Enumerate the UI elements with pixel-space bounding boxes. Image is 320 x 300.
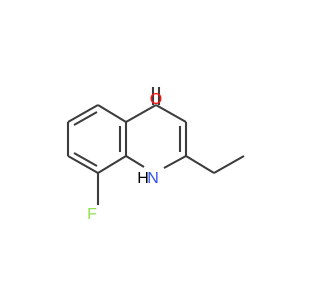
oxygen-atom-label: O	[150, 91, 162, 108]
nitrogen-atom-label: N	[147, 170, 159, 187]
bond-c2-ethyl-ch2	[185, 155, 215, 174]
bond-c2-n1	[163, 155, 187, 169]
fluorine-atom-label: F	[87, 206, 97, 223]
bond-c7-c8-outer	[67, 155, 99, 174]
bond-ethyl-ch2-ch3	[213, 155, 245, 174]
bond-c4a-c5	[97, 104, 127, 123]
bond-c7-c8-inner	[73, 152, 98, 167]
bond-c5-c6-inner	[73, 111, 98, 126]
bond-c4a-c4	[125, 104, 157, 123]
bond-c5-c6-outer	[67, 104, 99, 123]
hydrogen-atom-label: H	[137, 170, 149, 187]
bond-n1-c8a	[125, 155, 145, 168]
molecule-structure: O N H F	[66, 87, 245, 223]
bond-c4-c3	[155, 104, 187, 123]
bond-c8-c8a	[97, 155, 127, 174]
